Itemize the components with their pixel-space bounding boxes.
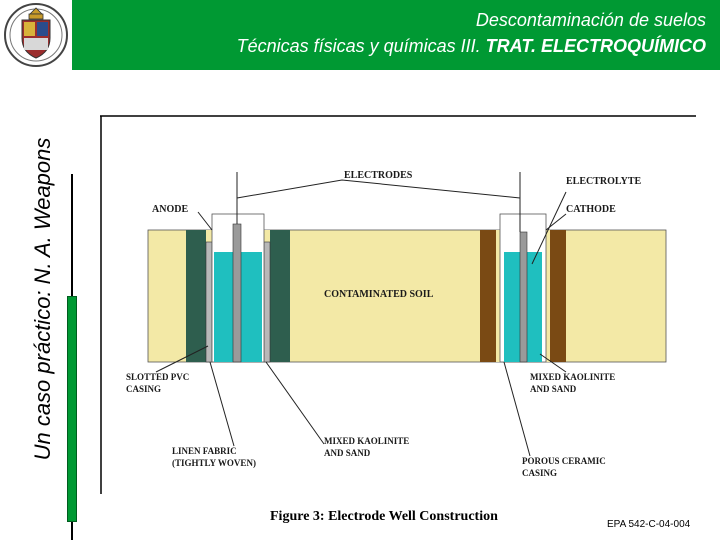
- label-cathode: CATHODE: [566, 204, 616, 215]
- sidebar-accent-bar: [67, 296, 77, 522]
- anode-pvc-left: [205, 241, 213, 363]
- anode-pvc-right: [263, 241, 271, 363]
- figure-caption: Figure 3: Electrode Well Construction: [270, 509, 498, 524]
- electrode-well-figure: ELECTRODES ELECTROLYTE ANODE CATHODE CON…: [100, 114, 696, 494]
- label-mixed-kaolinite-right-line2: AND SAND: [530, 384, 577, 394]
- label-slotted-pvc-line2: CASING: [126, 384, 161, 394]
- vertical-title: Un caso práctico: N. A. Weapons: [30, 137, 55, 461]
- label-anode: ANODE: [152, 204, 188, 215]
- label-slotted-pvc-line1: SLOTTED PVC: [126, 372, 189, 382]
- slide-title-line1: Descontaminación de suelos: [475, 10, 706, 30]
- anode-electrode: [232, 223, 242, 363]
- slide-title-line2: Técnicas físicas y químicas III. TRAT. E…: [237, 36, 706, 57]
- electrode-well-diagram: ELECTRODES ELECTROLYTE ANODE CATHODE CON…: [100, 115, 696, 494]
- label-linen-fabric-line1: LINEN FABRIC: [172, 446, 237, 456]
- label-mixed-kaolinite-left-line2: AND SAND: [324, 448, 371, 458]
- label-mixed-kaolinite-right-line1: MIXED KAOLINITE: [530, 372, 615, 382]
- header-bar: Descontaminación de suelos Técnicas físi…: [0, 0, 720, 70]
- university-logo: [0, 0, 72, 70]
- label-electrolyte: ELECTROLYTE: [566, 176, 642, 187]
- shield-icon: [4, 3, 68, 67]
- slide-title-prefix: Técnicas físicas y químicas III.: [236, 36, 486, 56]
- label-mixed-kaolinite-left-line1: MIXED KAOLINITE: [324, 436, 409, 446]
- source-reference: EPA 542-C-04-004: [607, 519, 691, 530]
- label-contaminated-soil: CONTAMINATED SOIL: [324, 289, 434, 300]
- slide-title-bold: TRAT. ELECTROQUÍMICO: [485, 36, 706, 56]
- label-porous-ceramic-line2: CASING: [522, 468, 557, 478]
- cathode-electrode: [519, 231, 528, 363]
- leader-lines: [155, 172, 567, 457]
- label-linen-fabric-line2: (TIGHTLY WOVEN): [172, 458, 256, 468]
- label-porous-ceramic-line1: POROUS CERAMIC: [522, 456, 606, 466]
- label-electrodes: ELECTRODES: [344, 170, 413, 181]
